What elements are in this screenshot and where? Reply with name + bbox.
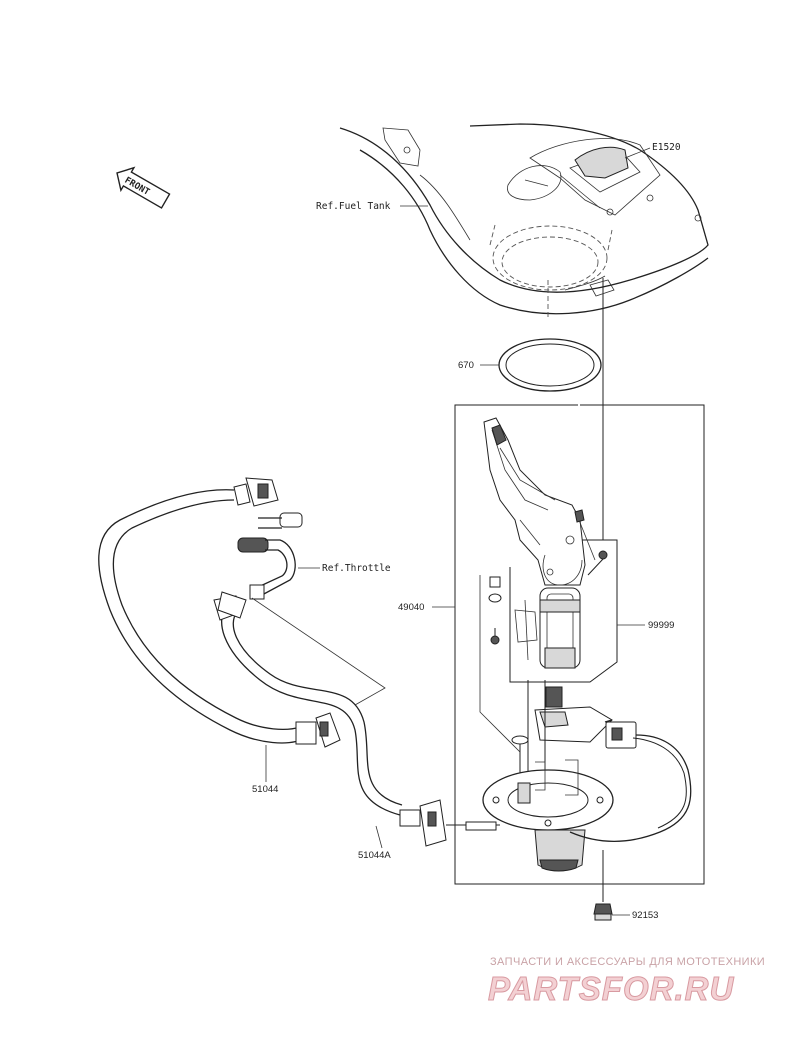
fuel-filter xyxy=(511,680,613,790)
hose-51044 xyxy=(98,477,341,748)
watermark-tagline: ЗАПЧАСТИ И АКСЕССУАРЫ ДЛЯ МОТОТЕХНИКИ xyxy=(490,956,765,968)
diagram-code: E1520 xyxy=(652,142,681,153)
part-label-pump-parts: 99999 xyxy=(648,620,674,631)
part-label-oring: 670 xyxy=(458,360,474,371)
pump-assembly-frame xyxy=(454,404,705,885)
small-fasteners xyxy=(488,550,608,645)
part-label-bolt: 92153 xyxy=(632,910,658,921)
pump-flange xyxy=(482,759,614,872)
oring-670 xyxy=(498,338,602,392)
bolt-92153 xyxy=(593,850,613,921)
ref-fuel-tank-label: Ref.Fuel Tank xyxy=(316,201,391,212)
part-label-pump-assy: 49040 xyxy=(398,602,424,613)
fuel-pump-body xyxy=(483,417,596,669)
watermark-logo: PARTSFOR.RU xyxy=(488,970,734,1007)
ref-throttle-label: Ref.Throttle xyxy=(322,563,391,574)
part-label-hose-b: 51044A xyxy=(358,850,391,861)
fuel-tank-shell xyxy=(339,123,709,320)
throttle-tube xyxy=(237,512,303,600)
hose-51044a xyxy=(213,591,500,847)
pump-wiring xyxy=(569,719,692,843)
part-label-hose-a: 51044 xyxy=(252,784,278,795)
front-arrow-icon: FRONT xyxy=(116,166,171,209)
